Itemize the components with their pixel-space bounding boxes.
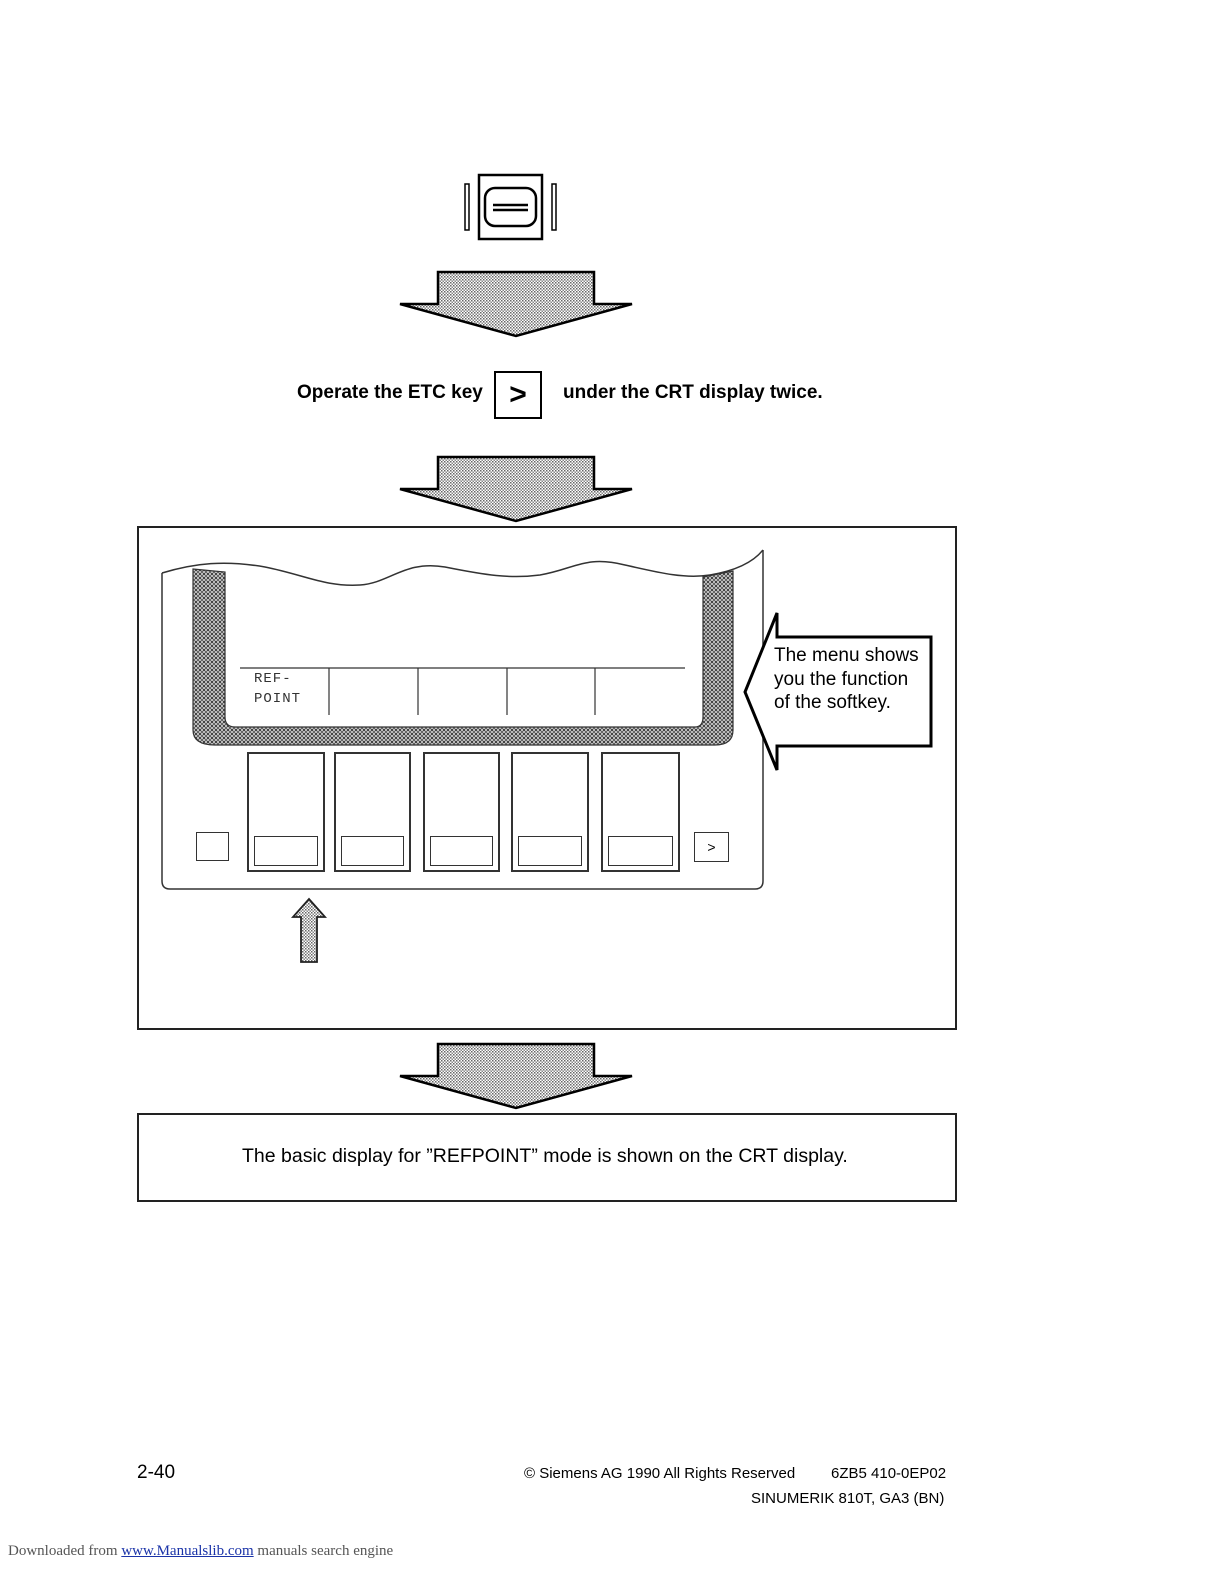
softkey-label-line1: REF- bbox=[254, 671, 292, 687]
etc-key-symbol: > bbox=[707, 839, 716, 855]
download-prefix: Downloaded from bbox=[8, 1543, 118, 1559]
etc-key: > bbox=[694, 832, 729, 862]
recall-key bbox=[196, 832, 229, 861]
up-arrow-icon bbox=[290, 897, 328, 963]
instruction-after: under the CRT display twice. bbox=[563, 382, 823, 403]
illustration-frame bbox=[137, 526, 957, 1030]
operator-panel bbox=[161, 549, 764, 890]
softkey-3 bbox=[423, 752, 500, 872]
copyright: © Siemens AG 1990 All Rights Reserved bbox=[524, 1465, 796, 1482]
result-box bbox=[137, 1113, 957, 1202]
download-note: Downloaded from www.Manualslib.com manua… bbox=[8, 1543, 393, 1560]
softkey-4 bbox=[511, 752, 589, 872]
product-name: SINUMERIK 810T, GA3 (BN) bbox=[751, 1490, 945, 1507]
etc-key-icon: > bbox=[494, 371, 542, 419]
down-arrow-icon bbox=[399, 1042, 633, 1110]
softkey-1 bbox=[247, 752, 325, 872]
order-number: 6ZB5 410-0EP02 bbox=[831, 1465, 947, 1482]
softkey-label-line2: POINT bbox=[254, 691, 302, 707]
left-callout-arrow-icon bbox=[743, 612, 933, 771]
down-arrow-icon bbox=[399, 270, 633, 338]
callout-text: The menu shows you the function of the s… bbox=[774, 645, 919, 713]
softkey-2 bbox=[334, 752, 411, 872]
manualslib-link[interactable]: www.Manualslib.com bbox=[121, 1543, 254, 1559]
result-text: The basic display for ”REFPOINT” mode is… bbox=[242, 1145, 848, 1167]
down-arrow-icon bbox=[399, 455, 633, 523]
softkey-5 bbox=[601, 752, 680, 872]
crt-display-icon bbox=[464, 173, 557, 241]
download-suffix: manuals search engine bbox=[257, 1543, 394, 1559]
instruction-before: Operate the ETC key bbox=[297, 382, 483, 403]
page-number: 2-40 bbox=[137, 1462, 176, 1483]
